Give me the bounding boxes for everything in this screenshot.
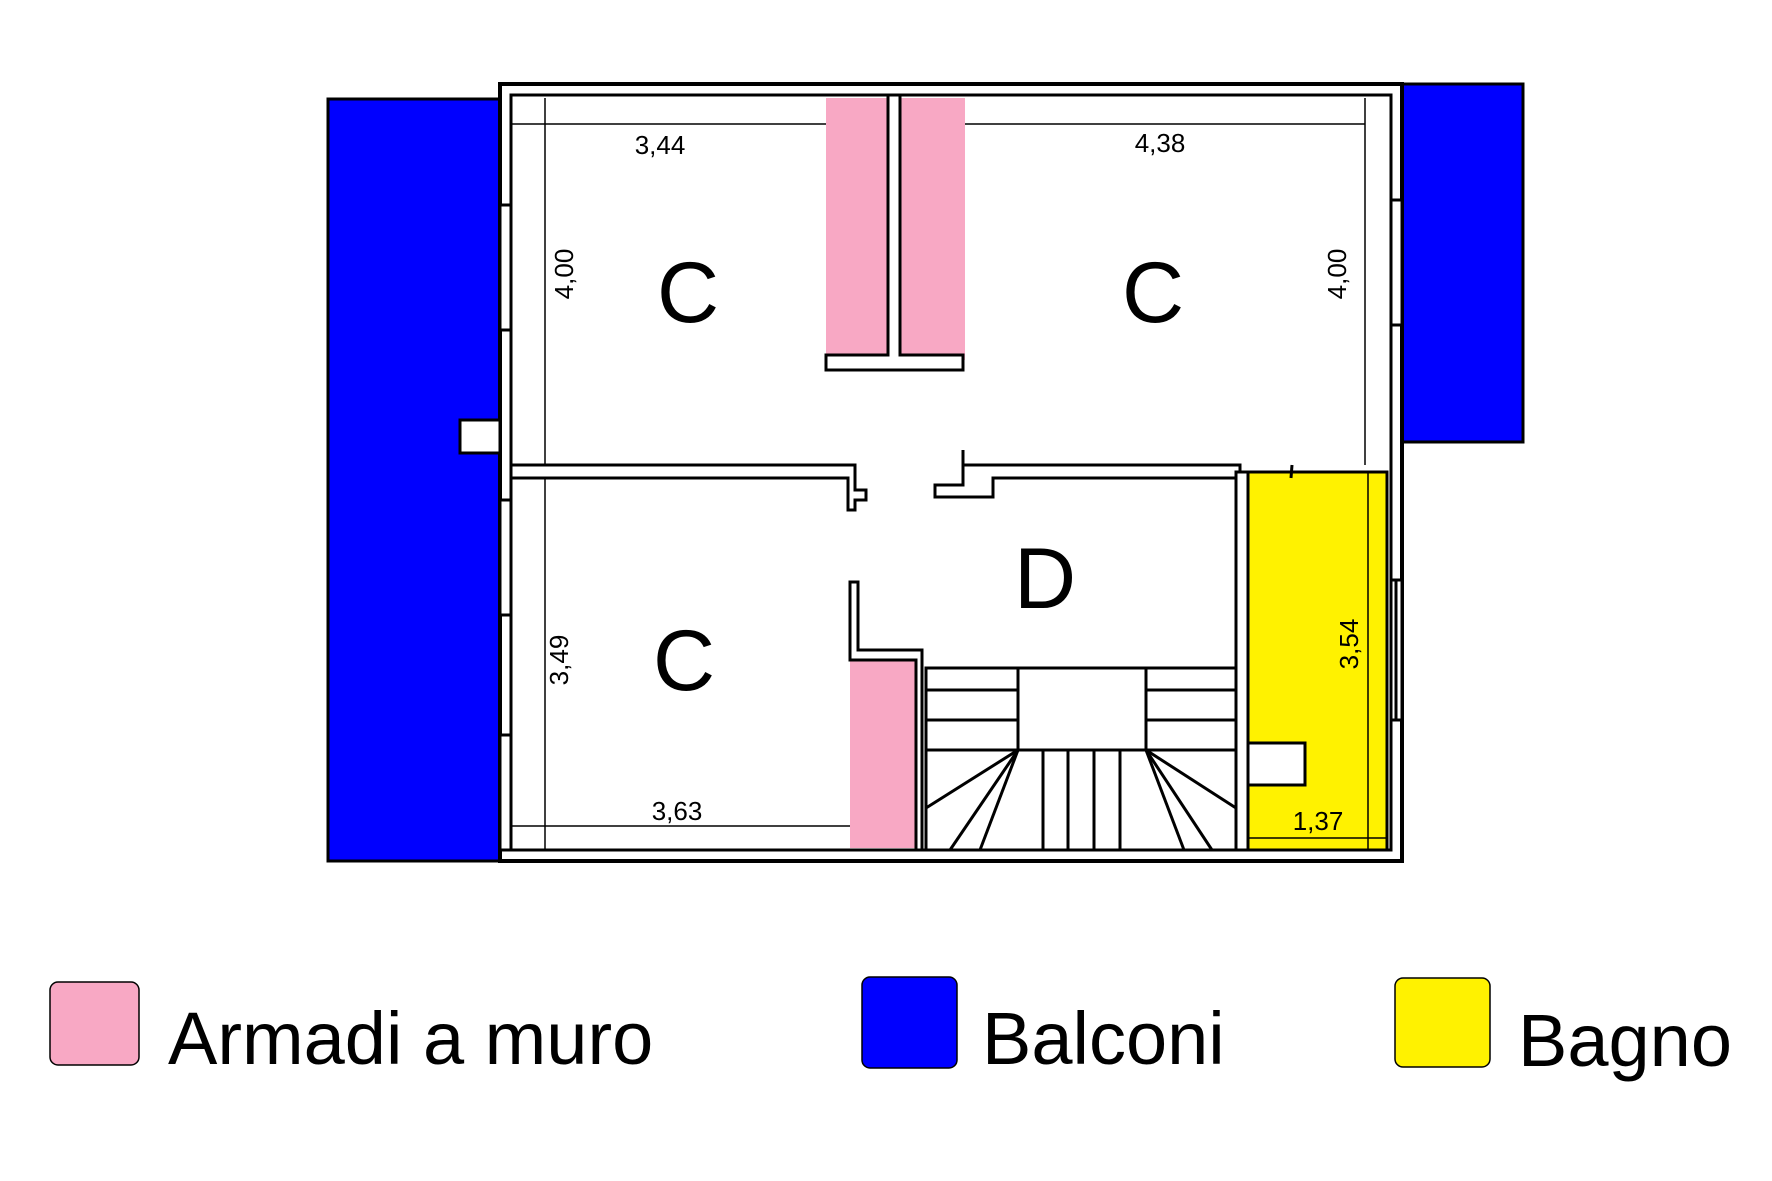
- dim-top-right-height: 4,00: [1322, 249, 1352, 300]
- room-label-top-right: C: [1122, 245, 1184, 341]
- wardrobe-top-left: [826, 98, 887, 360]
- room-label-hallway: D: [1014, 531, 1076, 627]
- legend-label-bathroom: Bagno: [1518, 999, 1732, 1082]
- legend-label-balcony: Balconi: [982, 997, 1225, 1080]
- dim-top-left-width: 3,44: [635, 130, 686, 160]
- room-label-bottom-left: C: [653, 613, 715, 709]
- dim-top-right-width: 4,38: [1135, 128, 1186, 158]
- dim-bottom-left-width: 3,63: [652, 796, 703, 826]
- legend-swatch-balcony: [861, 976, 958, 1069]
- interior-walls: [509, 93, 1294, 852]
- balcony-left: [326, 97, 502, 863]
- dim-bottom-left-height: 3,49: [544, 635, 574, 686]
- left-wall-windows: [458, 203, 513, 852]
- wardrobe-bottom: [850, 660, 916, 848]
- dim-bathroom-height: 3,54: [1334, 619, 1364, 670]
- dimension-guides: [511, 98, 1387, 850]
- legend-swatch-wardrobe: [49, 981, 140, 1066]
- room-label-top-left: C: [657, 245, 719, 341]
- balcony-right: [1400, 82, 1525, 444]
- legend-label-wardrobe: Armadi a muro: [168, 997, 653, 1080]
- staircase: [924, 666, 1238, 852]
- legend: Armadi a muro Balconi Bagno: [49, 976, 1732, 1082]
- dim-bathroom-width: 1,37: [1293, 806, 1344, 836]
- dim-top-left-height: 4,00: [549, 249, 579, 300]
- bathroom-area: [1246, 470, 1389, 852]
- right-wall-windows: [1389, 198, 1404, 722]
- wardrobe-top-right: [901, 98, 965, 360]
- legend-swatch-bathroom: [1394, 977, 1491, 1068]
